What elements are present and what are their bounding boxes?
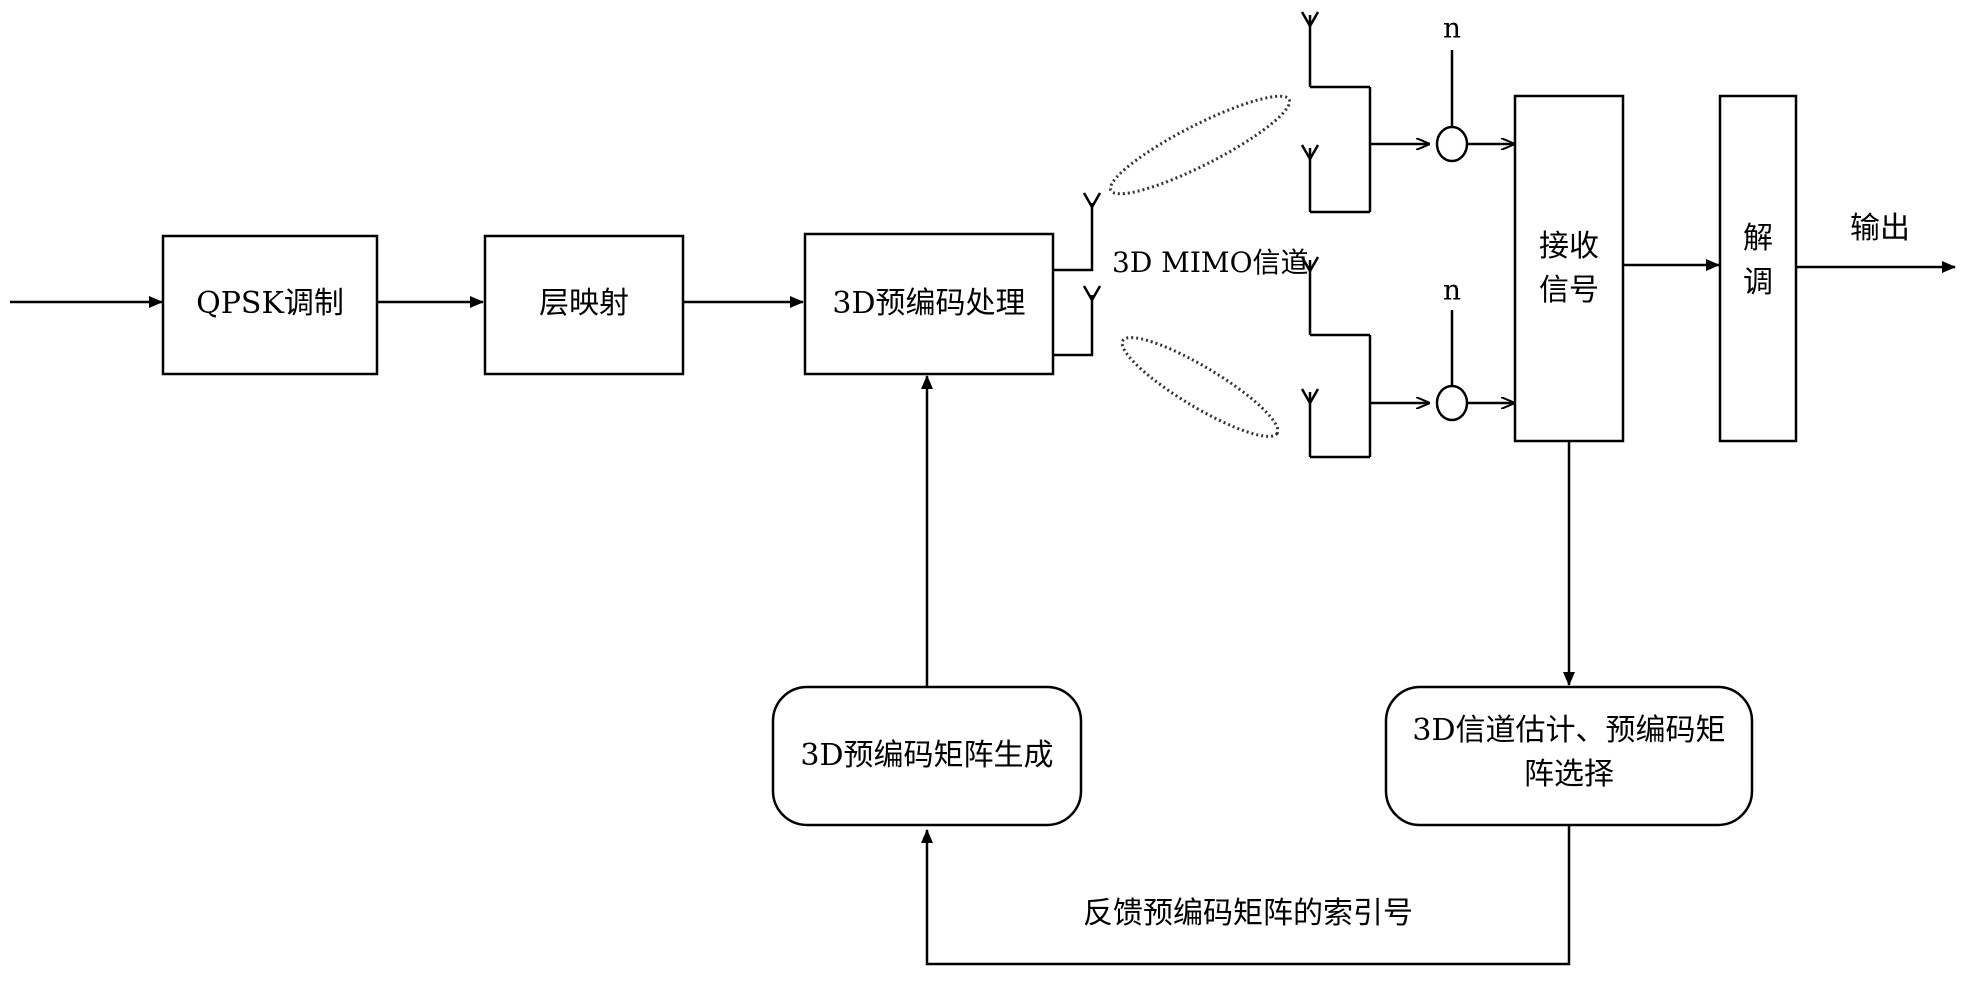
receive-signal-block: 接收 信号 <box>1515 96 1623 441</box>
demod-label-line1: 解 <box>1743 221 1773 256</box>
matrix-generation-block: 3D预编码矩阵生成 <box>773 687 1081 825</box>
precoding-processing-label: 3D预编码处理 <box>832 286 1025 321</box>
noise-label-bottom: n <box>1443 274 1461 307</box>
estimation-label-line2: 阵选择 <box>1524 757 1614 792</box>
channel-estimation-block: 3D信道估计、预编码矩 阵选择 <box>1386 687 1752 825</box>
precoding-processing-block: 3D预编码处理 <box>805 234 1053 374</box>
channel-label: 3D MIMO信道 <box>1112 246 1309 279</box>
output-label: 输出 <box>1850 211 1910 246</box>
qpsk-modulation-block: QPSK调制 <box>163 236 377 374</box>
demod-label-line2: 调 <box>1743 265 1773 300</box>
receive-label-line2: 信号 <box>1539 273 1599 308</box>
noise-adder-bottom: n <box>1437 274 1514 421</box>
noise-label-top: n <box>1443 12 1461 45</box>
rx-antenna-group-bottom <box>1302 257 1429 457</box>
matrix-generation-label: 3D预编码矩阵生成 <box>800 738 1053 773</box>
qpsk-label: QPSK调制 <box>196 286 344 321</box>
estimation-label-line1: 3D信道估计、预编码矩 <box>1412 713 1725 748</box>
beam-top <box>1102 82 1298 208</box>
transmit-antennas <box>1053 193 1100 355</box>
beam-bottom <box>1113 324 1288 451</box>
noise-adder-top: n <box>1437 12 1514 162</box>
tx-antenna-icon-1 <box>1084 193 1100 207</box>
feedback-label: 反馈预编码矩阵的索引号 <box>1083 896 1413 931</box>
tx-antenna-icon-2 <box>1084 286 1100 300</box>
receive-label-line1: 接收 <box>1539 229 1599 264</box>
demodulation-block: 解 调 <box>1720 96 1796 441</box>
layer-mapping-label: 层映射 <box>539 286 629 321</box>
layer-mapping-block: 层映射 <box>485 236 683 374</box>
feedback-arrow <box>927 825 1569 964</box>
rx-antenna-group-top <box>1302 12 1429 212</box>
